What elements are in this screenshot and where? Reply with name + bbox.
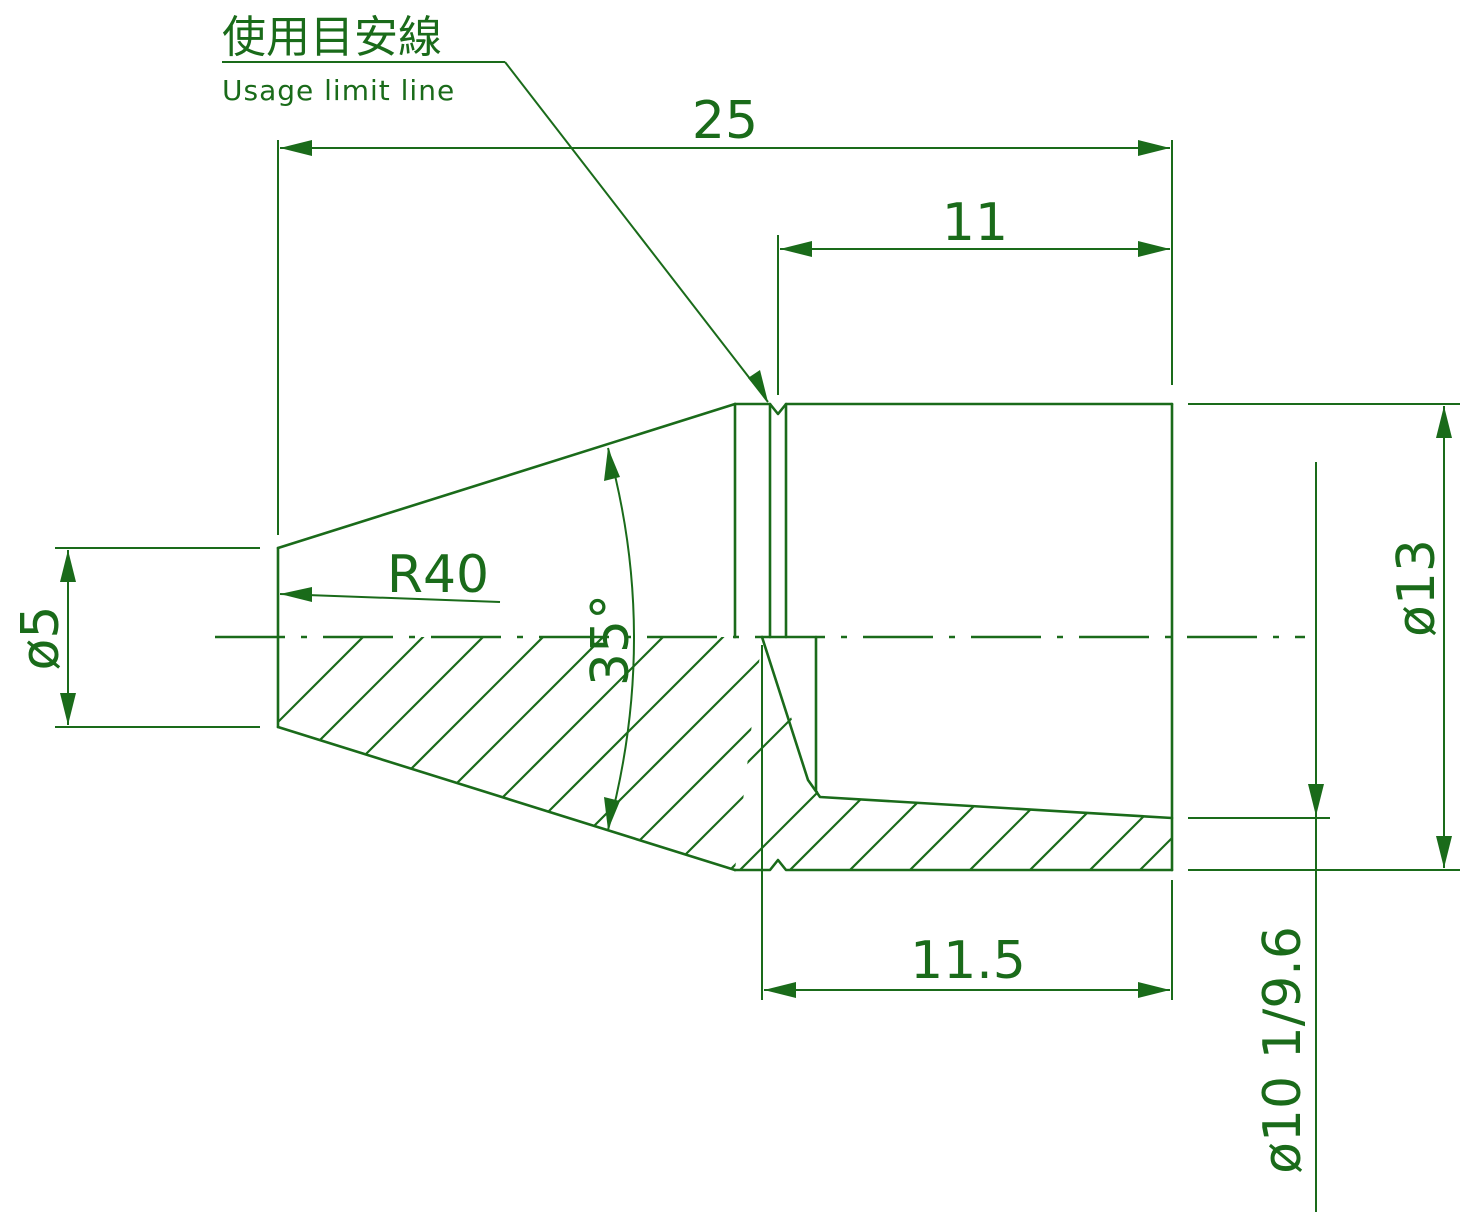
section-hatching (278, 637, 1172, 870)
dimension-outer-diameter-text: ø13 (1387, 539, 1447, 637)
usage-limit-label-en: Usage limit line (222, 74, 455, 107)
dimension-radius: R40 (279, 545, 501, 605)
usage-limit-label-jp: 使用目安線 (222, 12, 442, 63)
dimension-overall-length: 25 (277, 91, 1173, 535)
dimension-overall-length-text: 25 (692, 91, 758, 151)
dimension-angle: 35° (581, 447, 641, 831)
usage-limit-annotation: 使用目安線 Usage limit line (222, 12, 769, 403)
dimension-tip-diameter: ø5 (11, 547, 260, 728)
dimension-bore-diameter-text: ø10 1/9.6 (1253, 926, 1313, 1174)
dimension-shank-length: 11 (777, 193, 1170, 395)
part-outline (276, 402, 1174, 872)
dimension-bore-depth: 11.5 (761, 645, 1173, 1000)
dimension-angle-text: 35° (581, 594, 641, 686)
dimension-shank-length-text: 11 (942, 193, 1008, 253)
dimension-bore-depth-text: 11.5 (910, 931, 1026, 991)
dimension-bore-diameter: ø10 1/9.6 (1188, 462, 1330, 1212)
dimension-tip-diameter-text: ø5 (11, 606, 71, 671)
dimension-outer-diameter: ø13 (1188, 403, 1460, 871)
dimension-radius-text: R40 (387, 545, 489, 605)
